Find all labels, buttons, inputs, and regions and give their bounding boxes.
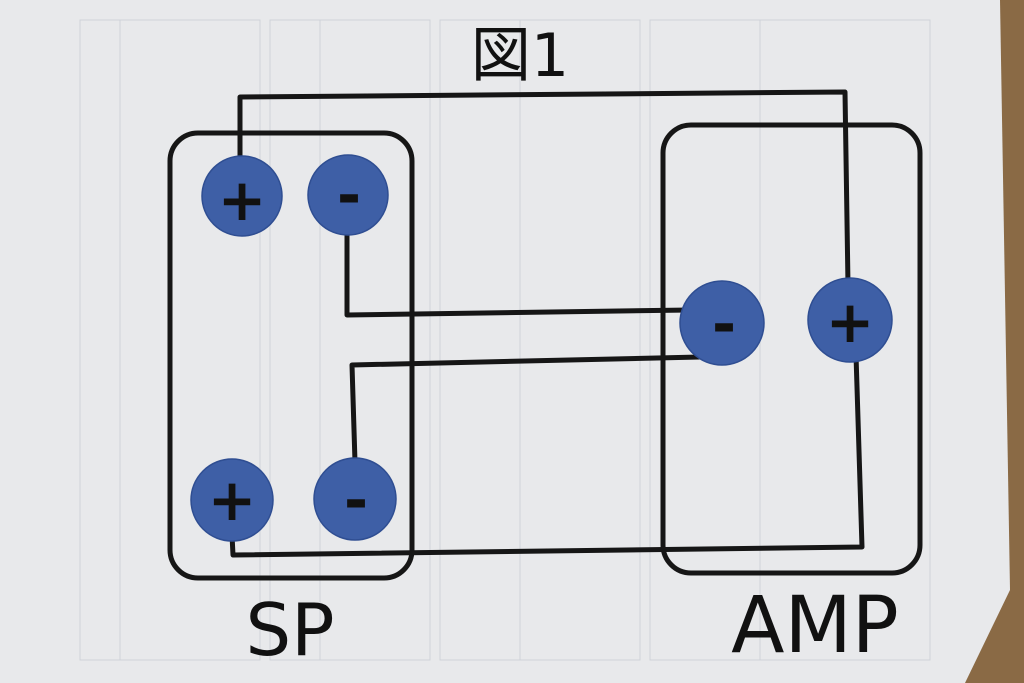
amp-terminal-minus: - <box>679 280 765 366</box>
terminal-sign: - <box>712 290 736 358</box>
speaker-box <box>167 130 415 581</box>
wire-sp-top-minus-to-amp-minus <box>344 227 693 318</box>
sp-terminal-minus-bottom: - <box>313 457 397 541</box>
amp-label: AMP <box>731 581 899 671</box>
wire-sp-top-plus-to-amp-plus <box>237 89 851 288</box>
wire-sp-bottom-plus-to-amp-plus <box>229 352 865 558</box>
terminal-sign: + <box>218 166 267 234</box>
terminal-sign: + <box>826 288 875 356</box>
sp-terminal-plus-bottom: + <box>190 458 274 542</box>
wires <box>229 89 865 558</box>
figure-title: 図1 <box>471 21 569 91</box>
sp-terminal-plus-top: + <box>201 155 283 237</box>
amp-box <box>660 122 923 576</box>
terminal-sign: - <box>337 161 361 229</box>
speaker-label: SP <box>245 588 334 672</box>
amp-terminal-plus: + <box>807 277 893 363</box>
wire-sp-bottom-minus-to-amp-minus <box>349 354 703 465</box>
terminal-sign: - <box>344 466 368 534</box>
terminal-sign: + <box>208 466 257 534</box>
sp-terminal-minus-top: - <box>307 154 389 236</box>
